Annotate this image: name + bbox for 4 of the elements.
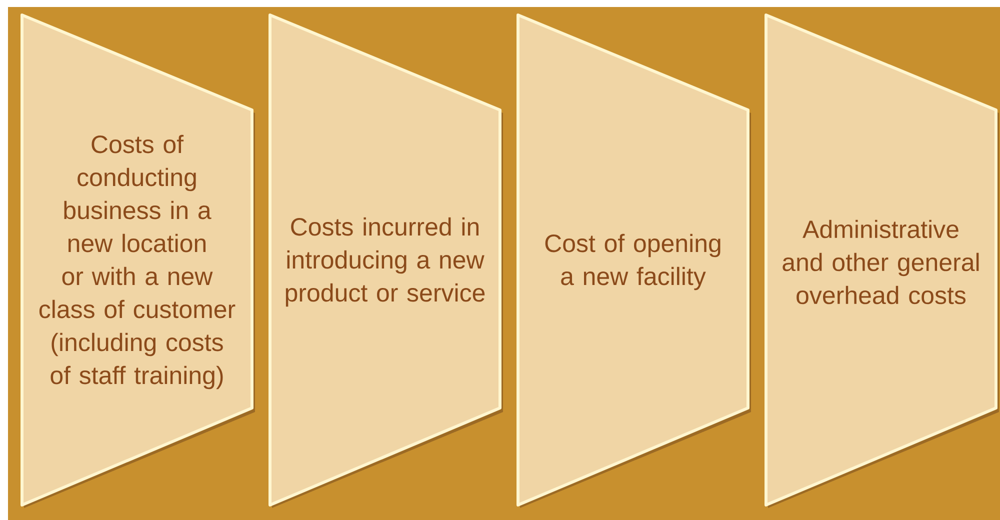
chevron-box: Costs of conducting business in a new location or with a new class of customer (including costs of staff training)	[20, 14, 255, 508]
chevron-box: Costs incurred in introducing a new product or service	[268, 14, 503, 508]
chevron-box: Administrative and other general overhead costs	[764, 14, 1000, 508]
chevron-box: Cost of opening a new facility	[516, 14, 751, 508]
